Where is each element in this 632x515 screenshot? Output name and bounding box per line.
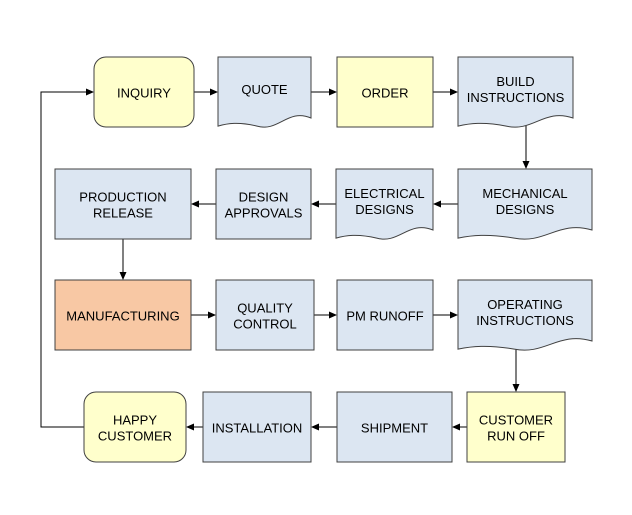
node-quality-label: QUALITY (237, 301, 293, 316)
node-pmrunoff-shape (336, 279, 434, 351)
node-quality-shape (215, 279, 315, 351)
node-shipment-label: SHIPMENT (361, 421, 428, 436)
node-mechanical-label: MECHANICAL (482, 186, 567, 201)
node-order: ORDER (336, 56, 434, 128)
node-inquiry: INQUIRY (93, 56, 195, 128)
node-operating-label: OPERATING (487, 297, 563, 312)
node-build-label: INSTRUCTIONS (467, 90, 565, 105)
node-customerrun-label: CUSTOMER (479, 413, 553, 428)
node-customerrun-shape (466, 391, 566, 463)
node-electrical-shape (335, 168, 434, 240)
node-shipment-shape (336, 391, 453, 463)
node-manufacturing-shape (54, 279, 192, 351)
node-installation: INSTALLATION (202, 391, 312, 463)
arrow-happy-to-inquiry (40, 88, 94, 428)
node-quality-label: CONTROL (233, 317, 297, 332)
node-pmrunoff-label: PM RUNOFF (346, 309, 423, 324)
node-inquiry-shape (93, 56, 195, 128)
node-approvals-label: APPROVALS (225, 206, 303, 221)
node-operating-label: INSTRUCTIONS (476, 313, 574, 328)
node-build-shape (457, 56, 574, 128)
node-pmrunoff: PM RUNOFF (336, 279, 434, 351)
node-mechanical-label: DESIGNS (496, 202, 555, 217)
node-customerrun-label: RUN OFF (487, 429, 545, 444)
node-operating-shape (457, 279, 593, 351)
node-quote-shape (217, 56, 312, 128)
node-happy-shape (83, 391, 187, 463)
node-happy-label: HAPPY (113, 413, 157, 428)
node-production-label: RELEASE (93, 206, 153, 221)
node-mechanical-shape (457, 168, 593, 240)
node-manufacturing: MANUFACTURING (54, 279, 192, 351)
node-shipment: SHIPMENT (336, 391, 453, 463)
node-quote-label: QUOTE (241, 82, 288, 97)
node-electrical-label: DESIGNS (355, 202, 414, 217)
node-quote: QUOTE (217, 56, 312, 128)
node-order-label: ORDER (362, 86, 409, 101)
node-production-shape (54, 168, 192, 240)
node-build-label: BUILD (496, 74, 534, 89)
node-manufacturing-label: MANUFACTURING (66, 309, 179, 324)
node-order-shape (336, 56, 434, 128)
node-installation-shape (202, 391, 312, 463)
node-production-label: PRODUCTION (79, 190, 166, 205)
node-electrical-label: ELECTRICAL (344, 186, 424, 201)
connectors (40, 88, 530, 431)
node-installation-label: INSTALLATION (212, 421, 303, 436)
node-approvals-shape (215, 168, 312, 240)
node-inquiry-label: INQUIRY (117, 86, 171, 101)
node-approvals-label: DESIGN (239, 190, 289, 205)
node-happy-label: CUSTOMER (98, 429, 172, 444)
